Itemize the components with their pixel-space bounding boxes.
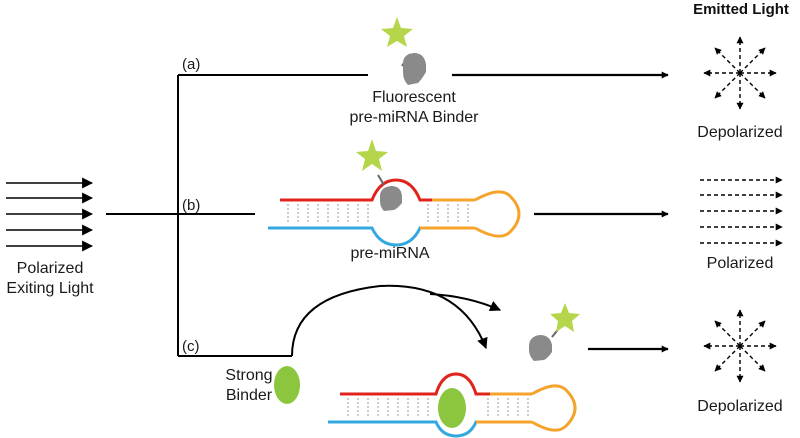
result-b-label: Polarized — [707, 255, 774, 272]
release-arrow — [429, 293, 502, 312]
result-c-label: Depolarized — [697, 398, 782, 415]
polarized-exciting-label-line2: Exiting Light — [6, 280, 94, 297]
parallel-dashed-arrows-icon — [700, 176, 783, 247]
binder-icon — [529, 335, 552, 361]
result-a-label: Depolarized — [697, 124, 782, 141]
polarized-exciting-label-line1: Polarized — [17, 260, 84, 277]
fluorescent-binder-a — [381, 17, 426, 85]
star-icon — [381, 17, 413, 47]
star-icon — [550, 303, 580, 332]
pre-mirna-c — [328, 372, 577, 438]
pre-mirna-label: pre-miRNA — [350, 245, 429, 262]
bound-strong-binder-icon — [438, 388, 466, 428]
path-a-label: (a) — [182, 56, 200, 73]
fluorescent-binder-label-line1: Fluorescent — [372, 89, 456, 106]
fluorescent-binder-b — [356, 139, 402, 211]
emitted-light-heading: Emitted Light — [693, 1, 789, 18]
strong-binder-icon — [274, 366, 300, 404]
star-icon — [356, 139, 388, 171]
path-c-label: (c) — [182, 338, 200, 355]
strong-binder-label-line1: Strong — [225, 367, 272, 384]
starburst-arrows-icon — [703, 36, 777, 110]
polarized-incoming-arrows — [6, 177, 94, 252]
displacement-arc — [291, 284, 488, 357]
pre-mirna-b — [268, 178, 521, 247]
path-b-label: (b) — [182, 197, 200, 214]
fluorescent-binder-label-line2: pre-miRNA Binder — [350, 109, 480, 126]
strong-binder-label-line2: Binder — [226, 387, 273, 404]
binder-icon — [380, 186, 402, 211]
branch-lines — [106, 74, 368, 357]
binder-icon — [403, 53, 426, 85]
starburst-arrows-icon — [703, 309, 777, 383]
released-fluorescent-binder — [529, 303, 580, 361]
